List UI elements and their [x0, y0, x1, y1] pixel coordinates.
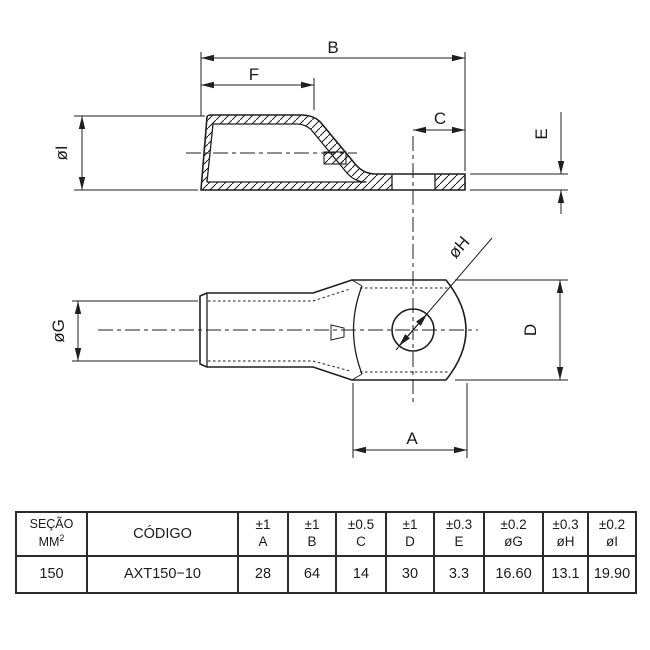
plan-view-hidden-lines: [208, 287, 448, 373]
tol-C: ±0.5: [347, 517, 375, 533]
dim-arrow-diaH-lower: [398, 329, 414, 347]
extension-lines-side: [74, 52, 568, 191]
letter-B: B: [307, 534, 317, 549]
header-section: SEÇÃO MM2: [15, 511, 88, 557]
table-header-row: SEÇÃO MM2 CÓDIGO ±1 A ±1 B ±0.5 C ±1 D ±…: [15, 511, 637, 557]
crimp-mark: [330, 324, 345, 341]
dim-label-F: F: [249, 65, 259, 84]
bolt-hole-section-edges: [391, 174, 436, 190]
dim-label-diaI: øI: [52, 145, 71, 160]
header-dim-diaH: ±0.3 øH: [542, 511, 589, 557]
letter-D: D: [405, 534, 415, 549]
letter-diaI: øI: [606, 534, 618, 549]
dim-label-C: C: [434, 109, 446, 128]
cell-section: 150: [15, 555, 88, 594]
dim-label-D: D: [521, 324, 540, 336]
plan-view: [98, 279, 478, 381]
dim-label-A: A: [406, 429, 418, 448]
dim-label-diaH: øH: [444, 233, 473, 263]
bore-stop-detail: [323, 151, 347, 165]
header-section-sup: 2: [59, 532, 65, 543]
cell-D: 30: [385, 555, 435, 594]
cell-C: 14: [335, 555, 387, 594]
tol-D: ±1: [402, 517, 418, 533]
cell-B: 64: [287, 555, 337, 594]
side-section-view: [186, 114, 466, 191]
header-section-line1: SEÇÃO: [29, 517, 74, 532]
header-dim-E: ±0.3 E: [433, 511, 485, 557]
letter-A: A: [258, 534, 268, 549]
tol-diaG: ±0.2: [500, 517, 527, 533]
cell-diaH: 13.1: [542, 555, 589, 594]
tol-diaH: ±0.3: [552, 517, 579, 533]
side-view-outline: [200, 114, 466, 191]
tol-A: ±1: [255, 517, 271, 533]
table-data-row: 150 AXT150−10 28 64 14 30 3.3 16.60 13.1…: [15, 555, 637, 594]
cell-diaI: 19.90: [587, 555, 637, 594]
letter-diaH: øH: [556, 534, 575, 549]
plan-view-outline: [199, 279, 467, 381]
header-section-line2: MM2: [38, 532, 65, 550]
technical-drawing: B F C E øI: [49, 38, 568, 458]
letter-C: C: [356, 534, 366, 549]
tol-diaI: ±0.2: [598, 517, 626, 533]
cell-diaG: 16.60: [483, 555, 544, 594]
dim-label-E: E: [532, 128, 551, 139]
tol-E: ±0.3: [445, 517, 473, 533]
header-dim-C: ±0.5 C: [335, 511, 387, 557]
header-dim-B: ±1 B: [287, 511, 337, 557]
tol-B: ±1: [304, 517, 320, 533]
plan-view-dimensions: øG D A øH: [49, 233, 568, 458]
cell-A: 28: [237, 555, 289, 594]
side-view-bore: [206, 123, 367, 183]
header-dim-diaI: ±0.2 øI: [587, 511, 637, 557]
header-dim-diaG: ±0.2 øG: [483, 511, 544, 557]
flare-fan-lines: [351, 279, 363, 381]
side-view-dimensions: B F C E øI: [52, 38, 568, 214]
extension-lines-plan: [72, 279, 568, 458]
dim-arrow-diaH-upper: [412, 313, 428, 331]
header-dim-D: ±1 D: [385, 511, 435, 557]
header-codigo: CÓDIGO: [86, 511, 239, 557]
header-dim-A: ±1 A: [237, 511, 289, 557]
spec-table: SEÇÃO MM2 CÓDIGO ±1 A ±1 B ±0.5 C ±1 D ±…: [15, 511, 637, 594]
cell-codigo: AXT150−10: [86, 555, 239, 594]
letter-diaG: øG: [504, 534, 523, 549]
letter-E: E: [454, 534, 464, 549]
dim-label-diaG: øG: [49, 319, 68, 343]
cell-E: 3.3: [433, 555, 485, 594]
dim-label-B: B: [327, 38, 338, 57]
